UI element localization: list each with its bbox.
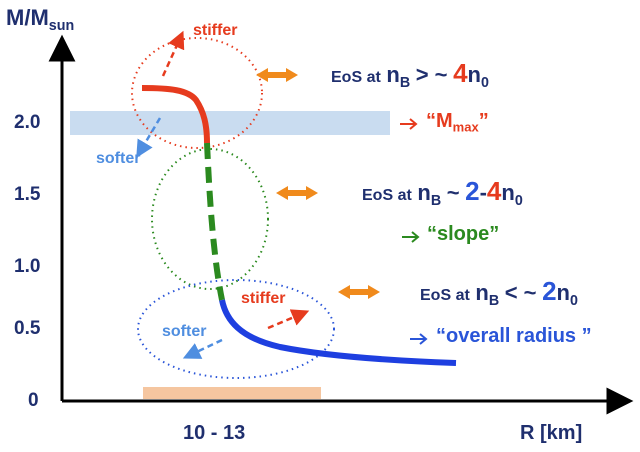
result-arrow-2	[402, 231, 420, 243]
y-tick-1-0: 1.0	[14, 256, 41, 277]
bottom-stiffer-arrow	[267, 309, 310, 330]
result-arrow-1	[400, 118, 418, 130]
high-density-region-ellipse	[131, 37, 263, 149]
y-tick-2-0: 2.0	[14, 112, 41, 133]
x-range-label: 10 - 13	[183, 422, 246, 444]
orange-double-arrow-2	[276, 186, 318, 200]
x-axis-title: R [km]	[520, 422, 583, 444]
bottom-stiffer-label: stiffer	[241, 290, 286, 307]
eos-high-density-label: EoS at nB > ~ 4n0	[331, 58, 489, 91]
result-arrow-3	[410, 333, 428, 345]
radius-range-band	[143, 387, 321, 399]
mmax-band	[70, 111, 390, 135]
curve-low-density-segment	[219, 299, 457, 366]
top-stiffer-arrow	[161, 30, 185, 77]
low-density-region-ellipse	[137, 279, 335, 379]
bottom-softer-label: softer	[162, 323, 207, 340]
top-softer-arrow	[136, 117, 162, 159]
curve-mid-density-segment	[204, 142, 225, 301]
y-tick-0: 0	[28, 390, 39, 411]
mid-density-region-ellipse	[151, 148, 269, 290]
orange-double-arrow-3	[338, 285, 380, 299]
eos-low-density-label: EoS at nB < ~ 2n0	[420, 276, 578, 309]
slope-result-label: “slope”	[427, 223, 500, 245]
top-stiffer-label: stiffer	[193, 22, 238, 39]
bottom-softer-arrow	[182, 338, 223, 359]
curve-high-density-segment	[141, 85, 210, 144]
overall-radius-result-label: “overall radius ”	[436, 325, 592, 347]
orange-double-arrow-1	[256, 68, 298, 82]
top-softer-label: softer	[96, 150, 141, 167]
y-tick-0-5: 0.5	[14, 318, 41, 339]
y-axis-title: M/Msun	[6, 5, 75, 34]
eos-mid-density-label: EoS at nB ~ 2-4n0	[362, 176, 523, 209]
mmax-result-label: “Mmax”	[426, 110, 489, 135]
y-tick-1-5: 1.5	[14, 184, 41, 205]
